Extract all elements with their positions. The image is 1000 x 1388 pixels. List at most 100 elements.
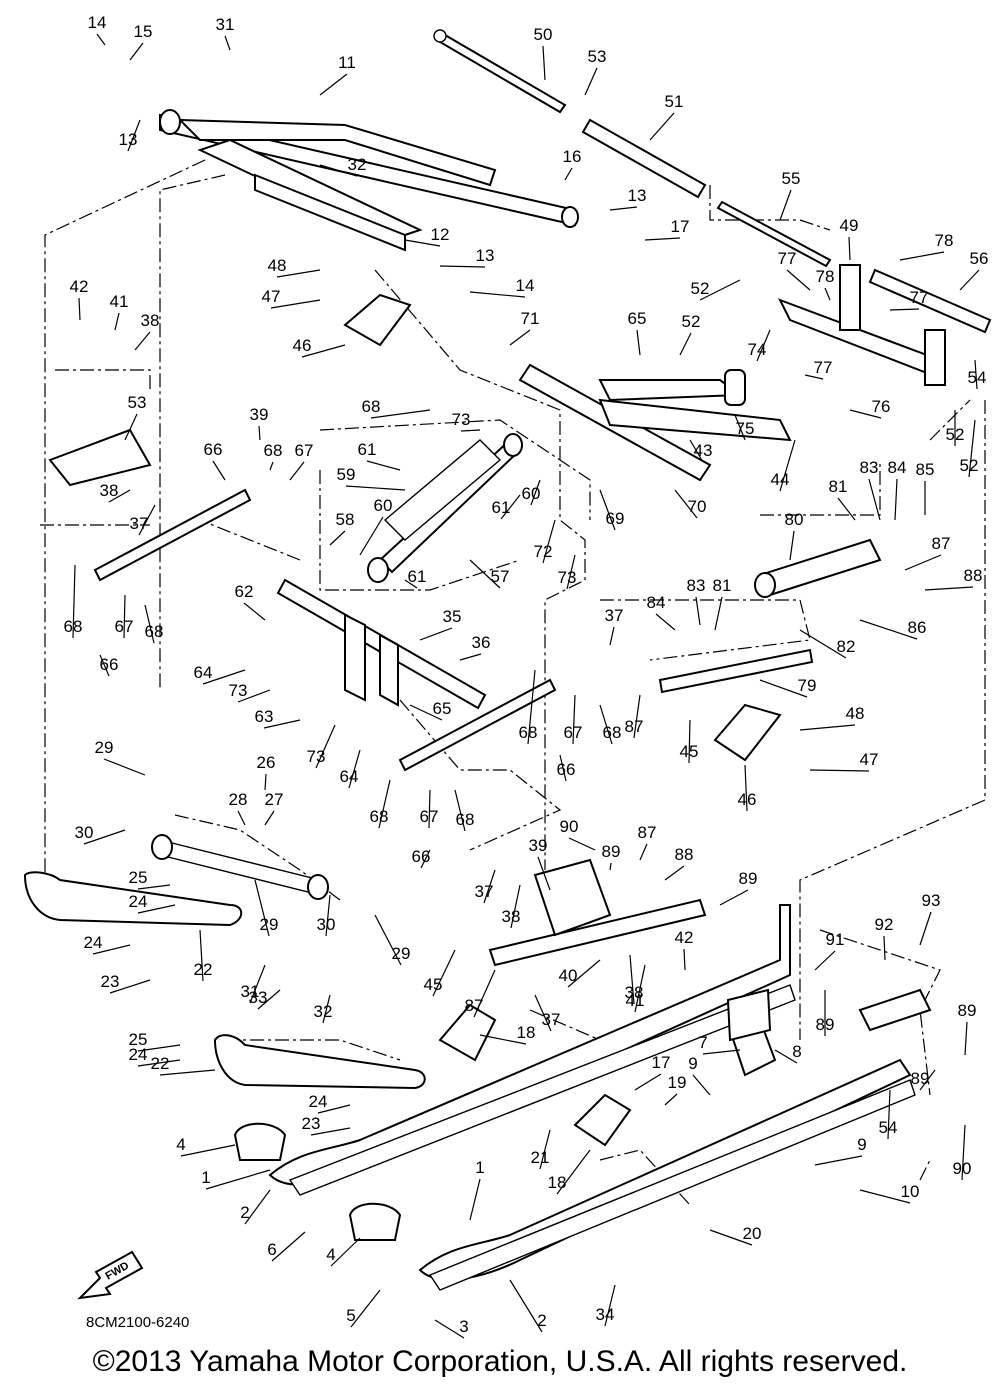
shock-absorber-upper bbox=[367, 433, 523, 583]
callout-number: 63 bbox=[255, 707, 274, 726]
callout-leader-line bbox=[237, 810, 246, 826]
callout-leader-line bbox=[889, 308, 920, 311]
callout-leader-line bbox=[317, 1104, 351, 1114]
part-callout: 72 bbox=[534, 519, 556, 564]
callout-leader-line bbox=[114, 312, 120, 331]
callout-number: 73 bbox=[229, 681, 248, 700]
callout-number: 31 bbox=[241, 982, 260, 1001]
part-callout: 37 bbox=[475, 869, 496, 904]
callout-leader-line bbox=[699, 279, 741, 301]
callout-number: 42 bbox=[675, 928, 694, 947]
callout-number: 53 bbox=[128, 393, 147, 412]
part-callout: 39 bbox=[529, 836, 551, 891]
callout-leader-line bbox=[887, 1089, 891, 1140]
part-callout: 73 bbox=[452, 410, 481, 432]
callout-number: 92 bbox=[875, 915, 894, 934]
callout-number: 51 bbox=[665, 92, 684, 111]
part-callout: 69 bbox=[599, 489, 624, 531]
callout-number: 66 bbox=[204, 440, 223, 459]
fwd-arrow-icon: FWD bbox=[77, 1250, 144, 1300]
part-callout: 88 bbox=[664, 845, 693, 881]
part-callout: 16 bbox=[563, 147, 582, 181]
part-callout: 86 bbox=[859, 618, 926, 640]
callout-number: 84 bbox=[647, 593, 666, 612]
callout-number: 89 bbox=[958, 1001, 977, 1020]
callout-leader-line bbox=[644, 237, 681, 241]
callout-number: 13 bbox=[119, 130, 138, 149]
part-callout: 81 bbox=[713, 576, 731, 631]
callout-leader-line bbox=[964, 1021, 968, 1056]
callout-leader-line bbox=[428, 789, 431, 829]
callout-number: 29 bbox=[95, 738, 114, 757]
part-callout: 61 bbox=[404, 567, 427, 589]
bracket-7-8 bbox=[726, 988, 777, 1077]
callout-leader-line bbox=[264, 773, 267, 791]
callout-leader-line bbox=[509, 329, 531, 346]
part-callout: 17 bbox=[634, 1053, 670, 1091]
callout-leader-line bbox=[137, 884, 171, 890]
callout-leader-line bbox=[419, 627, 453, 641]
part-callout: 81 bbox=[829, 477, 856, 521]
callout-number: 65 bbox=[628, 309, 647, 328]
callout-leader-line bbox=[534, 994, 552, 1032]
callout-leader-line bbox=[688, 719, 691, 764]
callout-leader-line bbox=[814, 950, 836, 971]
part-callout: 31 bbox=[216, 15, 234, 51]
part-callout: 83 bbox=[860, 458, 881, 521]
callout-leader-line bbox=[567, 959, 601, 988]
callout-number: 40 bbox=[559, 966, 578, 985]
callout-leader-line bbox=[779, 439, 796, 492]
callout-number: 68 bbox=[519, 723, 538, 742]
callout-leader-line bbox=[460, 429, 481, 432]
callout-leader-line bbox=[454, 789, 466, 832]
callout-leader-line bbox=[473, 969, 496, 1018]
callout-number: 16 bbox=[563, 147, 582, 166]
callout-number: 13 bbox=[476, 246, 495, 265]
part-callout: 48 bbox=[799, 704, 864, 731]
callout-leader-line bbox=[530, 479, 541, 506]
callout-number: 74 bbox=[748, 340, 767, 359]
part-callout: 24 bbox=[129, 1045, 181, 1067]
part-callout: 66 bbox=[557, 754, 575, 782]
part-callout: 58 bbox=[329, 510, 354, 546]
callout-number: 90 bbox=[560, 817, 579, 836]
plate-46-upper bbox=[343, 293, 412, 347]
callout-number: 19 bbox=[668, 1073, 687, 1092]
callout-leader-line bbox=[709, 1229, 753, 1246]
callout-leader-line bbox=[924, 586, 974, 591]
part-callout: 44 bbox=[771, 439, 796, 492]
callout-leader-line bbox=[824, 287, 831, 301]
callout-number: 14 bbox=[88, 13, 107, 32]
part-callout: 13 bbox=[439, 246, 495, 268]
callout-leader-line bbox=[689, 439, 704, 463]
part-callout: 26 bbox=[257, 753, 275, 791]
callout-number: 1 bbox=[201, 1168, 210, 1187]
part-callout: 25 bbox=[129, 1030, 181, 1052]
callout-number: 25 bbox=[129, 1030, 148, 1049]
callout-leader-line bbox=[655, 613, 676, 631]
callout-number: 68 bbox=[145, 622, 164, 641]
callout-number: 44 bbox=[771, 470, 790, 489]
callout-leader-line bbox=[664, 865, 685, 881]
callout-leader-line bbox=[537, 856, 551, 891]
part-callout: 77 bbox=[778, 249, 811, 291]
part-callout: 50 bbox=[534, 25, 552, 81]
link-arm-lower bbox=[488, 898, 707, 967]
callout-number: 20 bbox=[743, 1224, 762, 1243]
callout-leader-line bbox=[330, 1237, 361, 1267]
callout-number: 61 bbox=[408, 567, 427, 586]
part-callout: 13 bbox=[609, 186, 646, 211]
part-callout: 77 bbox=[804, 358, 832, 380]
part-callout: 68 bbox=[599, 704, 621, 745]
callout-leader-line bbox=[420, 849, 431, 869]
callout-leader-line bbox=[374, 914, 402, 966]
copyright-notice: ©2013 Yamaha Motor Corporation, U.S.A. A… bbox=[92, 1345, 908, 1378]
callout-number: 68 bbox=[362, 397, 381, 416]
part-callout: 42 bbox=[70, 277, 88, 321]
callout-leader-line bbox=[883, 935, 886, 961]
part-callout: 73 bbox=[558, 554, 576, 590]
part-callout: 80 bbox=[785, 510, 803, 561]
callout-leader-line bbox=[159, 1069, 216, 1076]
part-callout: 8 bbox=[774, 1042, 802, 1064]
callout-leader-line bbox=[756, 329, 771, 362]
